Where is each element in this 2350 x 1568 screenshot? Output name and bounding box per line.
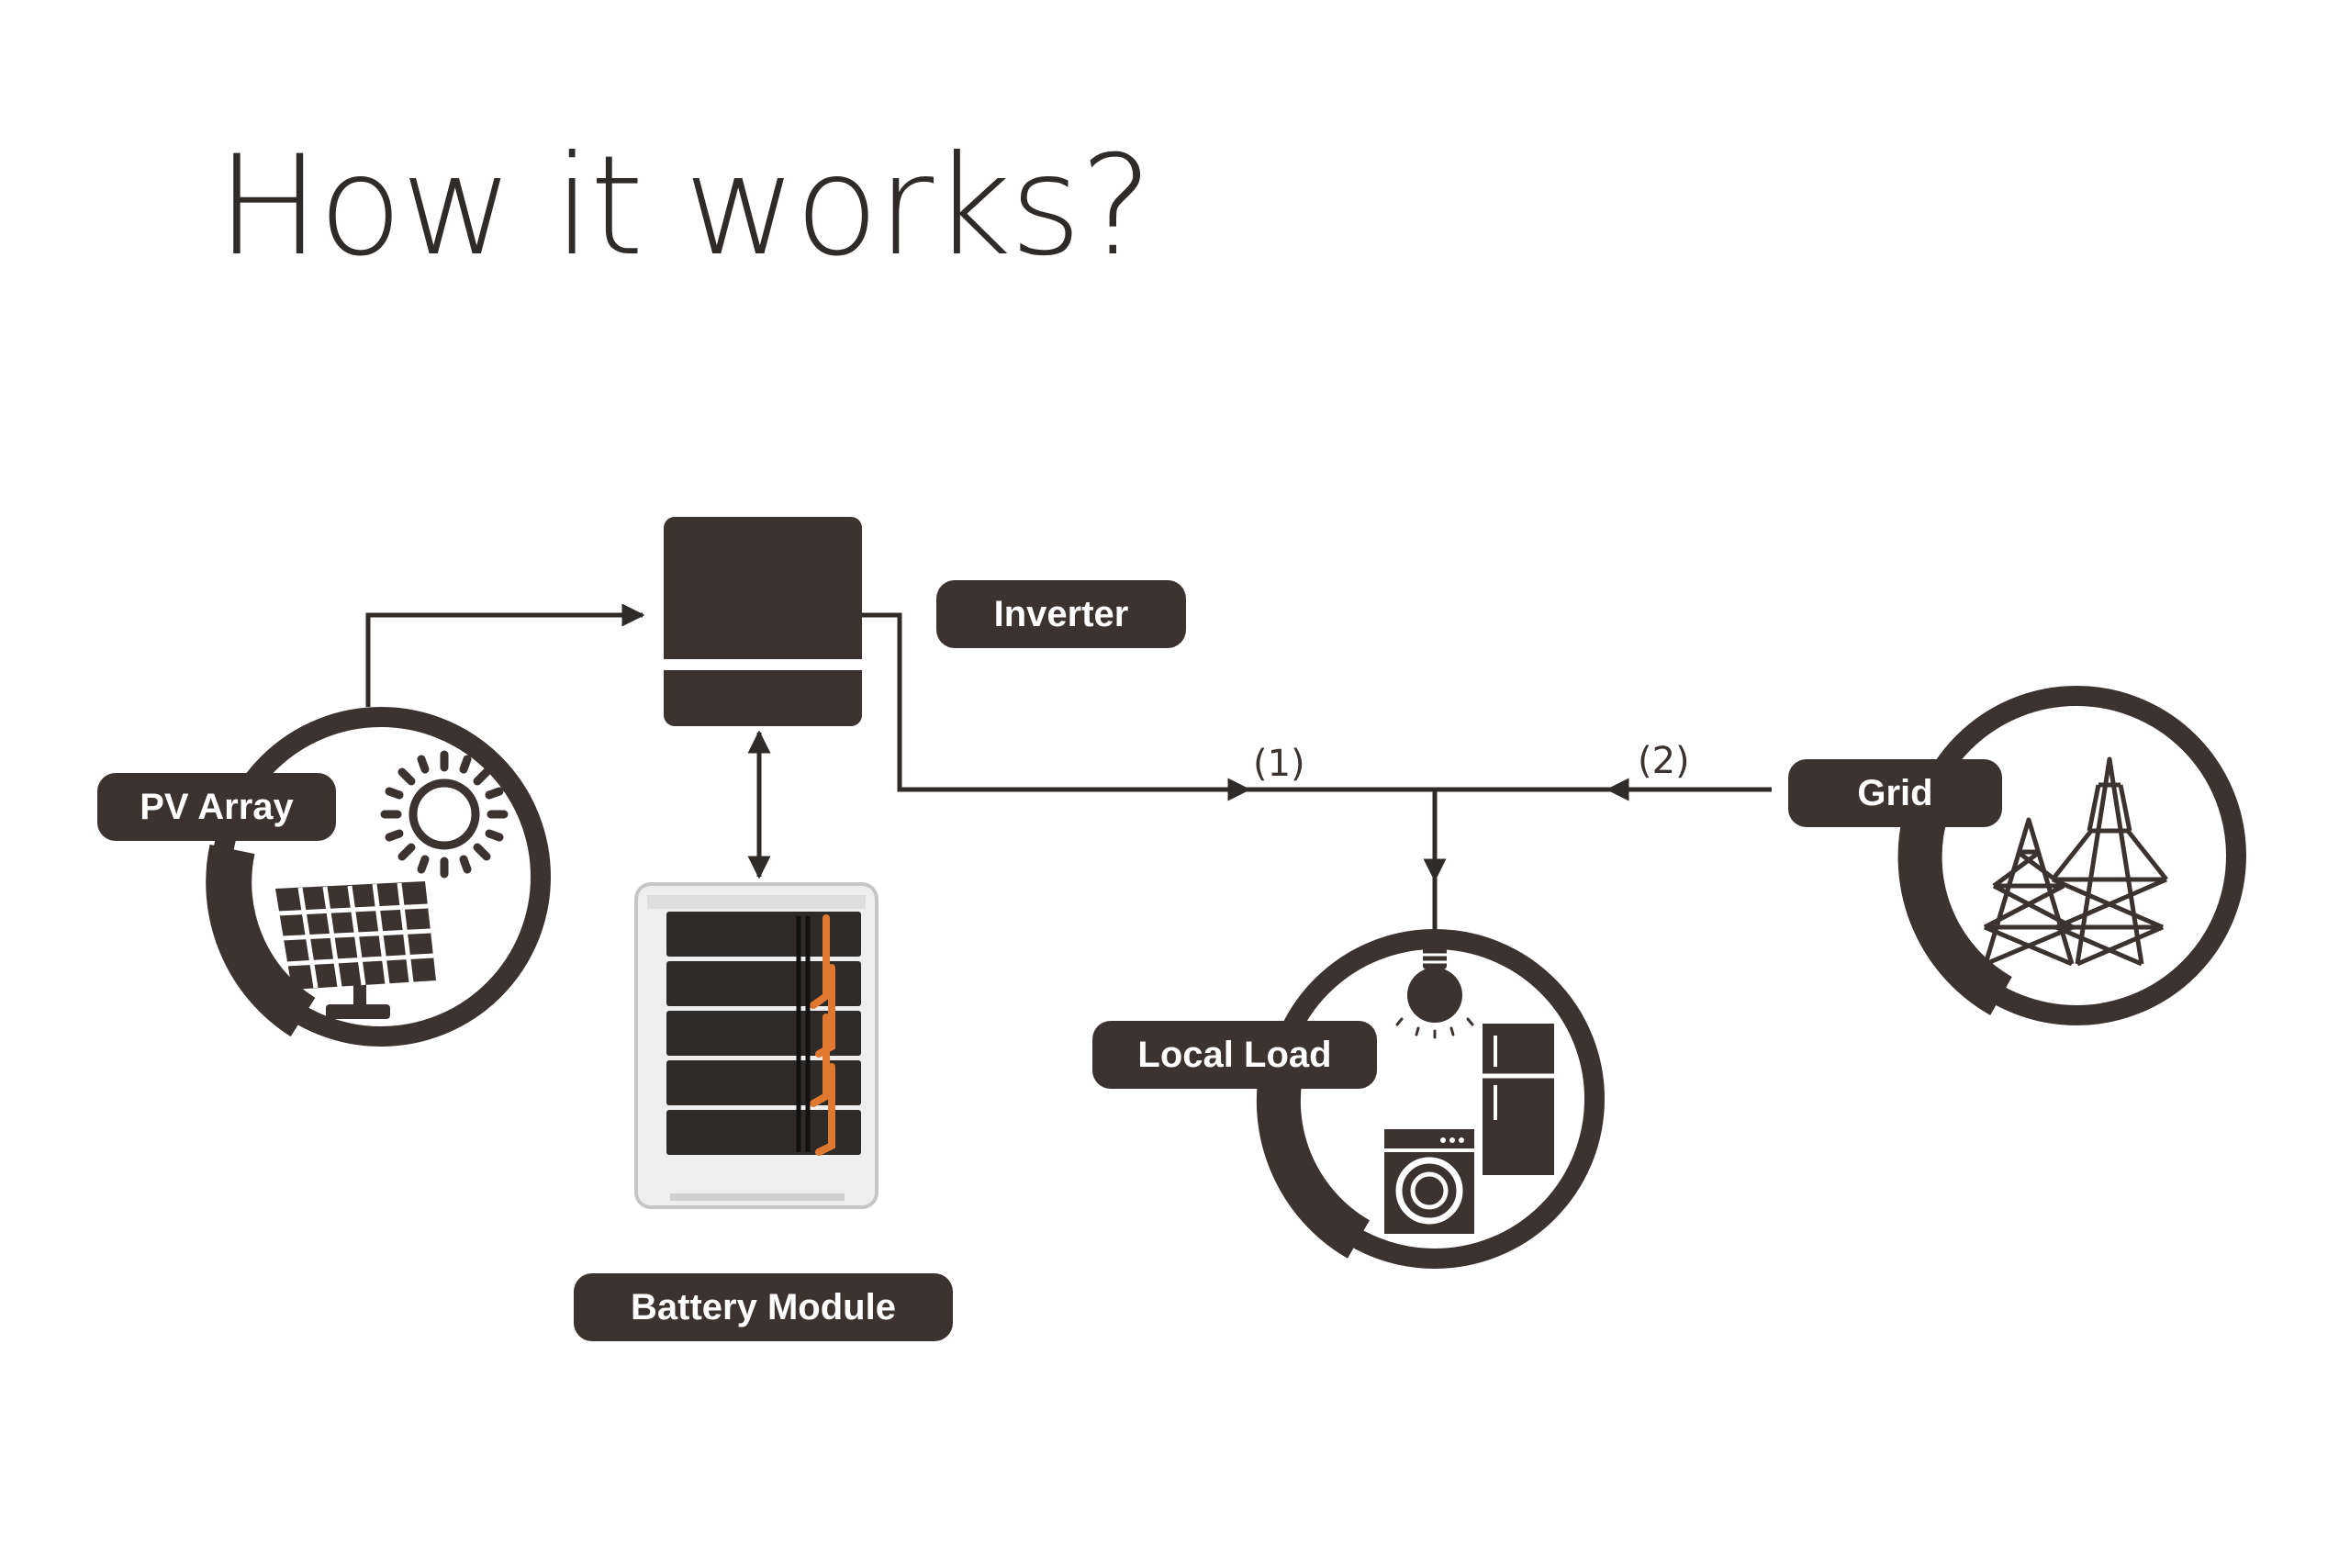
battery-bus-bars — [796, 916, 811, 1152]
connection-lines — [365, 603, 1772, 936]
inverter-icon — [664, 517, 862, 726]
battery-units — [666, 912, 861, 1155]
battery-cables — [810, 914, 835, 1156]
battery-module-label: Battery Module — [574, 1273, 953, 1341]
inverter-label: Inverter — [936, 580, 1186, 648]
solar-panel-grid — [277, 882, 434, 989]
inverter-to-bus-line — [862, 612, 1251, 801]
page-title: How it works? — [217, 127, 1153, 286]
sun-icon — [380, 750, 509, 879]
local-load-label: Local Load — [1092, 1021, 1377, 1089]
grid-label: Grid — [1788, 759, 2002, 827]
flow-label-1: (1) — [1253, 743, 1305, 785]
pv-array-node — [206, 707, 551, 1047]
pv-to-inverter-line — [365, 603, 645, 707]
flow-label-2: (2) — [1638, 740, 1690, 782]
light-bulb-icon — [1395, 947, 1474, 1039]
battery-module-icon — [634, 882, 878, 1209]
refrigerator-icon — [1483, 1024, 1554, 1175]
grid-node — [1897, 686, 2246, 1025]
transmission-tower-icon — [1983, 756, 2168, 967]
washing-machine-icon — [1384, 1129, 1474, 1234]
local-load-node — [1256, 929, 1605, 1269]
pv-array-label: PV Array — [97, 773, 336, 841]
